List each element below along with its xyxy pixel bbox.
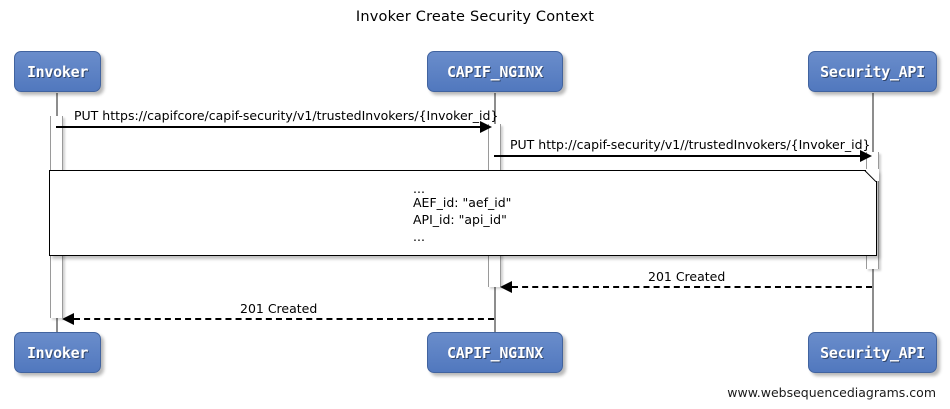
actor-box-security-api-bottom[interactable]: Security_API <box>808 332 937 373</box>
message-arrowhead-1 <box>480 121 492 133</box>
actor-label-capif-nginx-top: CAPIF_NGINX <box>446 62 544 81</box>
message-arrowhead-2 <box>860 150 872 162</box>
note-line-2: AEF_id: "aef_id" <box>413 195 512 210</box>
message-label-4: 201 Created <box>240 301 318 316</box>
actor-box-security-api-top[interactable]: Security_API <box>808 51 937 92</box>
message-line-1 <box>56 126 490 128</box>
actor-label-invoker-top: Invoker <box>26 62 89 81</box>
message-arrowhead-4 <box>62 313 74 325</box>
note-fold-mask <box>866 169 879 181</box>
actor-label-security-api-bottom: Security_API <box>820 343 925 362</box>
message-line-3 <box>512 286 872 288</box>
note-line-4: ... <box>413 229 425 244</box>
actor-label-invoker-bottom: Invoker <box>26 343 89 362</box>
message-line-4 <box>74 318 494 320</box>
actor-box-capif-nginx-bottom[interactable]: CAPIF_NGINX <box>427 332 563 373</box>
actor-label-capif-nginx-bottom: CAPIF_NGINX <box>446 343 544 362</box>
actor-label-security-api-top: Security_API <box>820 62 925 81</box>
actor-box-invoker-top[interactable]: Invoker <box>14 51 101 92</box>
message-arrowhead-3 <box>500 281 512 293</box>
message-label-3: 201 Created <box>648 269 726 284</box>
diagram-title: Invoker Create Security Context <box>355 9 595 25</box>
note-line-1: ... <box>413 181 425 196</box>
actor-box-capif-nginx-top[interactable]: CAPIF_NGINX <box>427 51 563 92</box>
message-line-2 <box>494 155 868 157</box>
footer-credit: www.websequencediagrams.com <box>727 385 936 400</box>
note-line-3: API_id: "api_id" <box>413 212 507 227</box>
message-label-2: PUT http://capif-security/v1//trustedInv… <box>510 137 871 152</box>
message-label-1: PUT https://capifcore/capif-security/v1/… <box>74 108 499 123</box>
actor-box-invoker-bottom[interactable]: Invoker <box>14 332 101 373</box>
